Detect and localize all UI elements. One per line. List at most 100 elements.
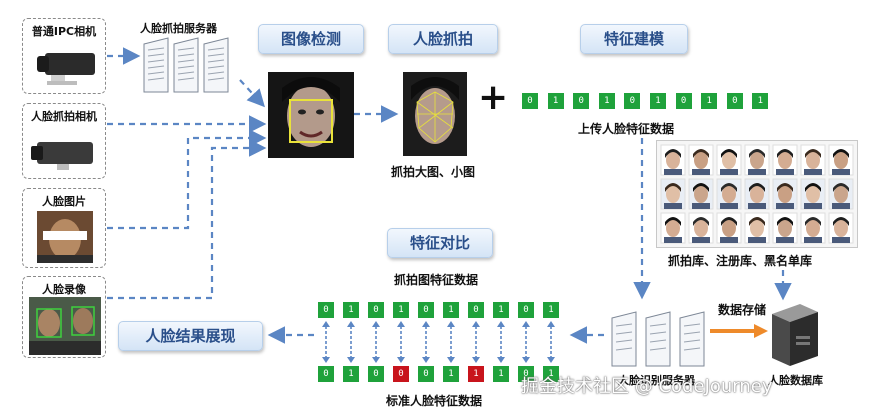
- standard-bit-4: 0: [418, 366, 434, 382]
- ipc-camera-icon: [37, 53, 95, 85]
- standard-bit-2: 0: [368, 366, 384, 382]
- library-portrait: [716, 212, 742, 244]
- libraries-caption: 抓拍库、注册库、黑名单库: [668, 254, 813, 268]
- capture-bit-5: 1: [443, 302, 459, 318]
- capture-bit-2: 0: [368, 302, 384, 318]
- library-portrait: [744, 144, 770, 176]
- upload-bit-3: 1: [598, 93, 615, 109]
- library-portrait: [828, 178, 854, 210]
- upload-bit-5: 1: [650, 93, 666, 109]
- upload-bit-9: 1: [752, 93, 769, 109]
- capture-bit-8: 0: [518, 302, 534, 318]
- image-to-detect-arrow: [107, 129, 267, 230]
- standard-bit-7: 1: [493, 366, 509, 382]
- upload-bit-7: 1: [701, 93, 718, 109]
- compare-arrow-5: [447, 321, 455, 363]
- library-portrait: [660, 144, 686, 176]
- compare-arrow-6: [472, 321, 480, 363]
- source-face-image-label: 人脸图片: [42, 195, 86, 208]
- upload-bit-2: 0: [573, 93, 590, 109]
- compare-arrow-2: [372, 321, 380, 363]
- face-camera-icon: [31, 142, 93, 170]
- library-portrait: [744, 178, 770, 210]
- title-face-result-display: 人脸结果展现: [118, 321, 263, 351]
- upload-bit-0: 0: [522, 93, 538, 109]
- upload-bit-1: 1: [547, 93, 564, 109]
- library-portrait: [800, 178, 826, 210]
- title-feature-comparison: 特征对比: [387, 228, 493, 258]
- capture-bit-9: 1: [543, 302, 559, 318]
- source-face-image: 人脸图片: [22, 188, 106, 268]
- detection-face-image: [268, 72, 354, 158]
- standard-bit-9: 1: [543, 366, 559, 382]
- source-ipc-camera-label: 普通IPC相机: [31, 25, 97, 38]
- compare-arrow-3: [397, 321, 405, 363]
- library-portrait: [660, 212, 686, 244]
- library-portrait: [800, 212, 826, 244]
- compare-arrow-4: [422, 321, 430, 363]
- standard-bit-8: 0: [518, 366, 534, 382]
- library-portrait: [688, 144, 714, 176]
- data-store-caption: 数据存储: [718, 303, 767, 317]
- library-portrait: [744, 212, 770, 244]
- capture-sizes-caption: 抓拍大图、小图: [391, 165, 476, 179]
- video-to-detect-arrow: [107, 139, 267, 300]
- library-portrait: [828, 212, 854, 244]
- server-to-detect-arrow: [239, 79, 265, 108]
- library-portrait: [660, 178, 686, 210]
- standard-bit-6: 1: [468, 366, 484, 382]
- compare-arrow-1: [347, 321, 355, 363]
- capture-bit-1: 1: [343, 302, 359, 318]
- capture-bit-7: 1: [493, 302, 509, 318]
- face-video-thumbnail: [29, 297, 101, 355]
- compare-arrow-9: [547, 321, 555, 363]
- title-image-detection: 图像检测: [258, 24, 364, 54]
- compare-arrow-7: [497, 321, 505, 363]
- standard-bit-5: 1: [443, 366, 459, 382]
- capture-bit-4: 0: [418, 302, 434, 318]
- library-portrait: [716, 178, 742, 210]
- standard-bit-0: 0: [318, 366, 334, 382]
- library-portrait: [828, 144, 854, 176]
- source-face-video: 人脸录像: [22, 276, 106, 358]
- capture-bit-0: 0: [318, 302, 334, 318]
- upload-bit-4: 0: [624, 93, 641, 109]
- library-portrait: [716, 144, 742, 176]
- data-store-arrow: [710, 324, 768, 338]
- standard-bit-1: 1: [343, 366, 359, 382]
- standard-bit-3: 0: [393, 366, 409, 382]
- standard-features-caption: 标准人脸特征数据: [386, 394, 483, 408]
- source-face-video-label: 人脸录像: [42, 283, 86, 296]
- face-database-icon: [772, 304, 818, 366]
- capture-server-icon: [143, 37, 229, 93]
- captured-face-image: [403, 72, 467, 156]
- face-db-label: 人脸数据库: [768, 374, 823, 387]
- plus-sign: +: [478, 77, 509, 118]
- capture-features-caption: 抓拍图特征数据: [394, 273, 479, 287]
- library-portrait: [772, 144, 798, 176]
- face-library-grid: [656, 140, 858, 248]
- title-feature-modeling: 特征建模: [580, 24, 688, 54]
- library-portrait: [772, 178, 798, 210]
- compare-arrow-0: [322, 321, 330, 363]
- title-face-capture: 人脸抓拍: [388, 24, 498, 54]
- face-library-portraits: [660, 144, 854, 244]
- capture-bit-3: 1: [393, 302, 409, 318]
- source-face-camera: 人脸抓拍相机: [22, 103, 106, 179]
- upload-bit-6: 0: [675, 93, 692, 109]
- capture-server-label: 人脸抓拍服务器: [140, 22, 217, 35]
- capture-bit-6: 0: [468, 302, 484, 318]
- library-portrait: [772, 212, 798, 244]
- upload-caption: 上传人脸特征数据: [578, 122, 675, 136]
- upload-bit-8: 0: [726, 93, 743, 109]
- recognition-server-label: 人脸识别服务器: [618, 374, 695, 387]
- watermark: 掘金技术社区 @ CodeJourney: [521, 376, 773, 397]
- face-image-thumbnail: [37, 211, 93, 263]
- recognition-server-icon: [611, 311, 705, 367]
- compare-arrow-8: [522, 321, 530, 363]
- comparison-arrows: [322, 321, 555, 363]
